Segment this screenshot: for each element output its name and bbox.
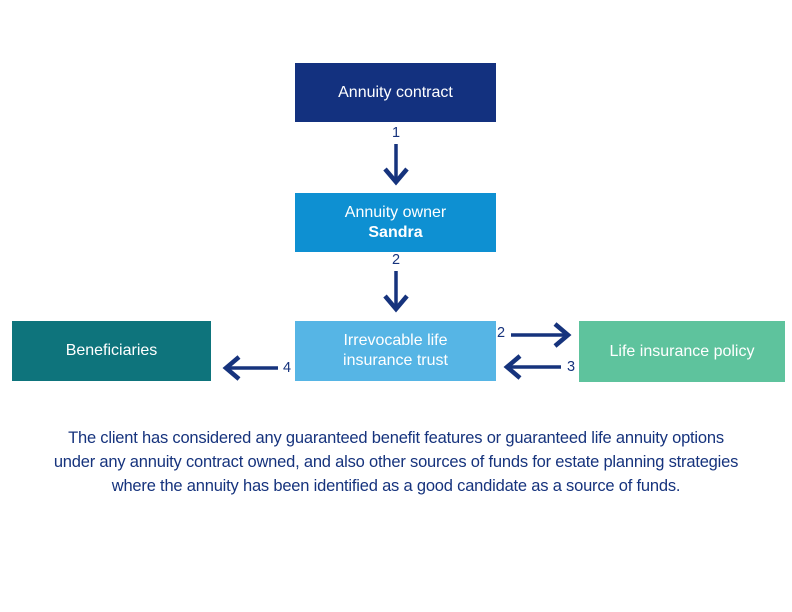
arrow-3-left-icon bbox=[503, 354, 561, 380]
footnote-line-2: under any annuity contract owned, and al… bbox=[53, 453, 739, 471]
arrow-4-left-icon bbox=[222, 355, 278, 381]
box-annuity-contract-label: Annuity contract bbox=[338, 83, 453, 101]
footnote: The client has considered any guaranteed… bbox=[0, 426, 792, 498]
step-label-4: 4 bbox=[282, 360, 292, 376]
step-label-2-right: 2 bbox=[496, 325, 506, 341]
arrow-2-right-icon bbox=[511, 322, 572, 348]
footnote-line-1: The client has considered any guaranteed… bbox=[68, 429, 724, 447]
box-annuity-owner-name: Sandra bbox=[368, 223, 423, 241]
arrow-1-down-icon bbox=[383, 144, 409, 186]
box-annuity-owner: Annuity owner Sandra bbox=[295, 193, 496, 252]
box-beneficiaries-label: Beneficiaries bbox=[65, 342, 158, 359]
footnote-line-3: where the annuity has been identified as… bbox=[111, 477, 681, 495]
box-life-insurance-policy: Life insurance policy bbox=[579, 321, 785, 382]
step-label-1: 1 bbox=[391, 125, 401, 141]
box-annuity-contract: Annuity contract bbox=[295, 63, 496, 122]
box-life-insurance-policy-label: Life insurance policy bbox=[609, 342, 755, 360]
box-annuity-owner-label: Annuity owner bbox=[344, 203, 447, 221]
step-label-3: 3 bbox=[566, 359, 576, 375]
box-irrevocable-trust-label: Irrevocable life insurance trust bbox=[343, 332, 448, 369]
arrow-2-down-icon bbox=[383, 271, 409, 313]
step-label-2-down: 2 bbox=[391, 252, 401, 268]
box-irrevocable-trust: Irrevocable life insurance trust bbox=[295, 321, 496, 381]
box-beneficiaries: Beneficiaries bbox=[12, 321, 211, 381]
